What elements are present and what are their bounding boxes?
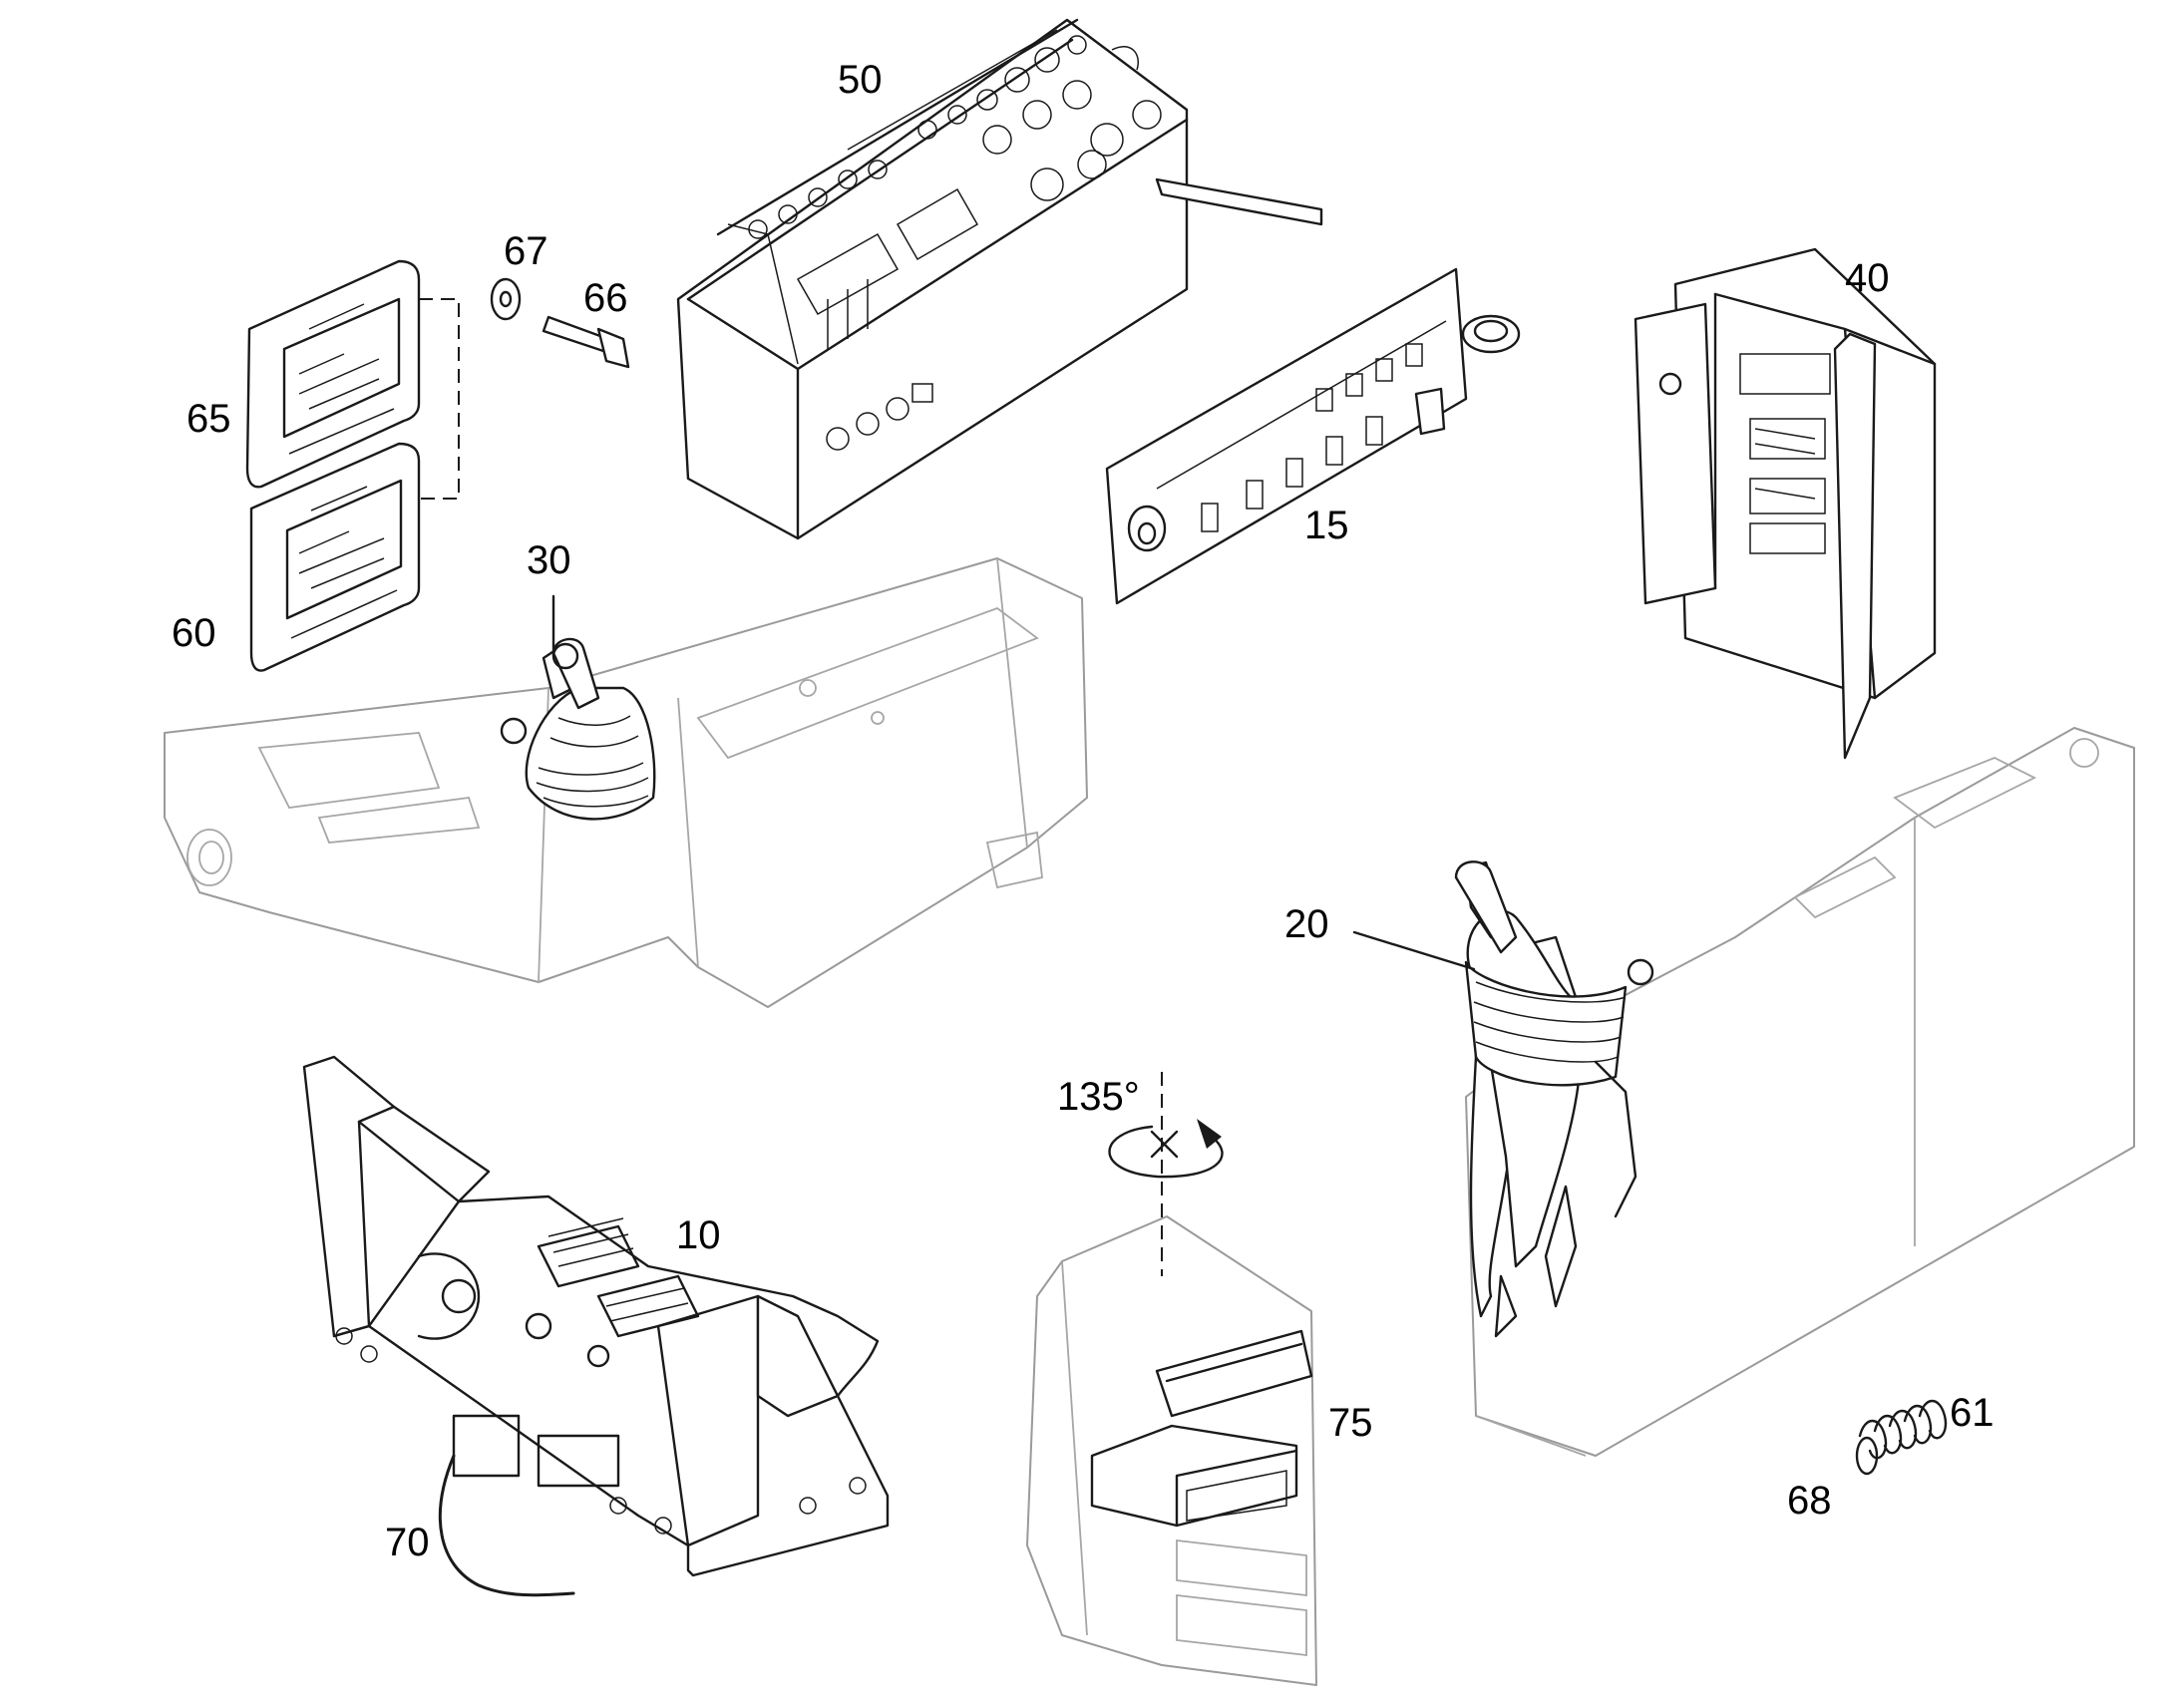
callout-60: 60 <box>172 611 216 655</box>
bolt-66 <box>542 315 630 369</box>
rotation-indicator: 135° <box>1057 1072 1224 1276</box>
callout-40: 40 <box>1845 256 1890 300</box>
switch-panel-15 <box>1105 267 1521 605</box>
washer-67 <box>490 277 522 321</box>
callout-61: 61 <box>1950 1391 1995 1435</box>
display-screen-60 <box>249 442 421 672</box>
callout-75: 75 <box>1328 1401 1373 1445</box>
callout-66: 66 <box>583 276 628 320</box>
display-screen-65 <box>245 259 421 489</box>
spring-61 <box>1855 1399 1948 1476</box>
leader-lines <box>551 594 1476 971</box>
electrical-cabinet-40 <box>1634 247 1937 760</box>
callout-70: 70 <box>385 1521 430 1564</box>
callout-30: 30 <box>527 538 571 582</box>
pedal-assembly-10 <box>302 1055 890 1577</box>
callout-65: 65 <box>186 397 231 441</box>
rotation-angle-label: 135° <box>1057 1075 1140 1119</box>
joystick-30 <box>500 637 656 821</box>
joystick-20 <box>1454 860 1654 1338</box>
callout-20: 20 <box>1284 902 1329 946</box>
callout-10: 10 <box>676 1213 721 1257</box>
callout-50: 50 <box>838 58 883 102</box>
callout-68: 68 <box>1787 1479 1832 1523</box>
callout-67: 67 <box>504 229 548 273</box>
control-box-50 <box>676 18 1323 540</box>
screen-mount-line <box>419 298 460 500</box>
callout-15: 15 <box>1304 504 1349 547</box>
cable-70 <box>438 1454 575 1597</box>
radio-console-75 <box>1026 1215 1317 1686</box>
